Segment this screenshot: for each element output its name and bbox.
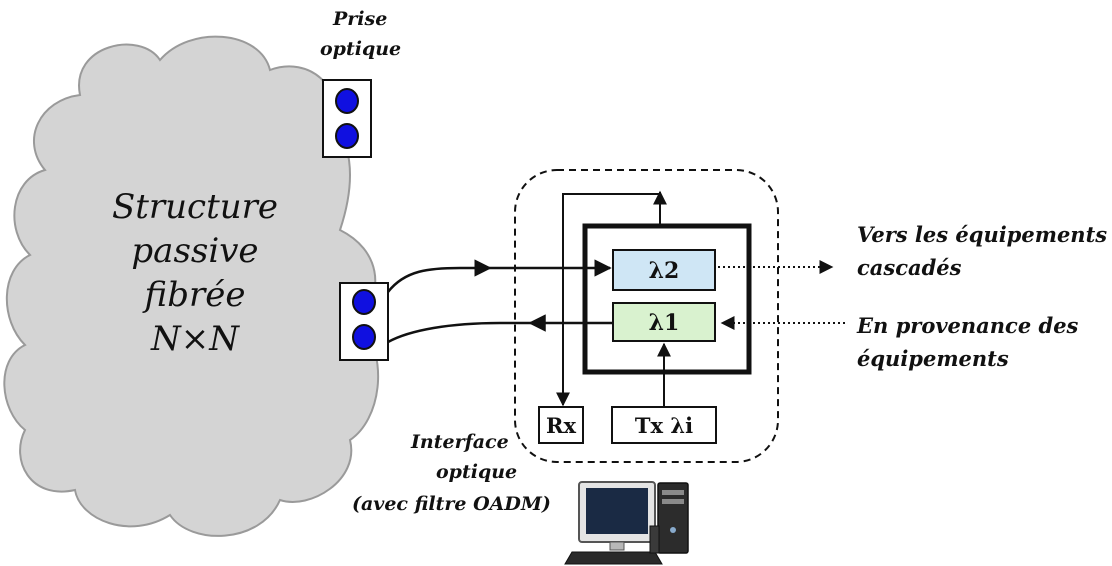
oadm-filter-frame bbox=[582, 223, 752, 375]
cloud-label-line1: Structure bbox=[112, 187, 278, 227]
lambda2-label: λ2 bbox=[649, 258, 680, 284]
port-dot bbox=[352, 289, 376, 315]
port-dot bbox=[335, 88, 359, 114]
lambda1-box: λ1 bbox=[612, 302, 716, 342]
lambda1-label: λ1 bbox=[649, 310, 680, 336]
tx-box: Tx λi bbox=[611, 406, 717, 444]
passive-structure-cloud: Structure passive fibrée N×N bbox=[3, 35, 380, 537]
optical-outlet-connected bbox=[339, 282, 389, 361]
out-label-line1: Vers les équipements bbox=[857, 222, 1107, 247]
desktop-computer-icon bbox=[564, 481, 689, 565]
tx-label: Tx λi bbox=[635, 413, 693, 438]
in-label-line1: En provenance des bbox=[856, 313, 1079, 338]
drop-path-to-rx bbox=[556, 193, 660, 407]
out-label-line2: cascadés bbox=[857, 255, 962, 280]
cloud-label-line2: passive bbox=[131, 231, 258, 271]
interface-label-line2: optique bbox=[436, 461, 517, 483]
prise-label-line2: optique bbox=[320, 38, 401, 60]
fibre-out-curve bbox=[387, 321, 530, 344]
fibre-in-curve bbox=[387, 259, 492, 293]
lambda2-box: λ2 bbox=[612, 249, 716, 291]
port-dot bbox=[335, 123, 359, 149]
cloud-label-line4: N×N bbox=[150, 319, 240, 359]
rx-box: Rx bbox=[538, 406, 584, 444]
port-dot bbox=[352, 324, 376, 350]
interface-label-line3: (avec filtre OADM) bbox=[352, 493, 551, 515]
in-label-line2: équipements bbox=[857, 346, 1009, 371]
optical-outlet-top bbox=[322, 79, 372, 158]
cloud-shape bbox=[3, 35, 380, 537]
prise-label-line1: Prise bbox=[332, 8, 387, 30]
interface-label-line1: Interface bbox=[410, 431, 509, 453]
optical-interface-boundary bbox=[514, 169, 779, 463]
cloud-label-line3: fibrée bbox=[142, 275, 246, 315]
rx-label: Rx bbox=[546, 413, 576, 438]
